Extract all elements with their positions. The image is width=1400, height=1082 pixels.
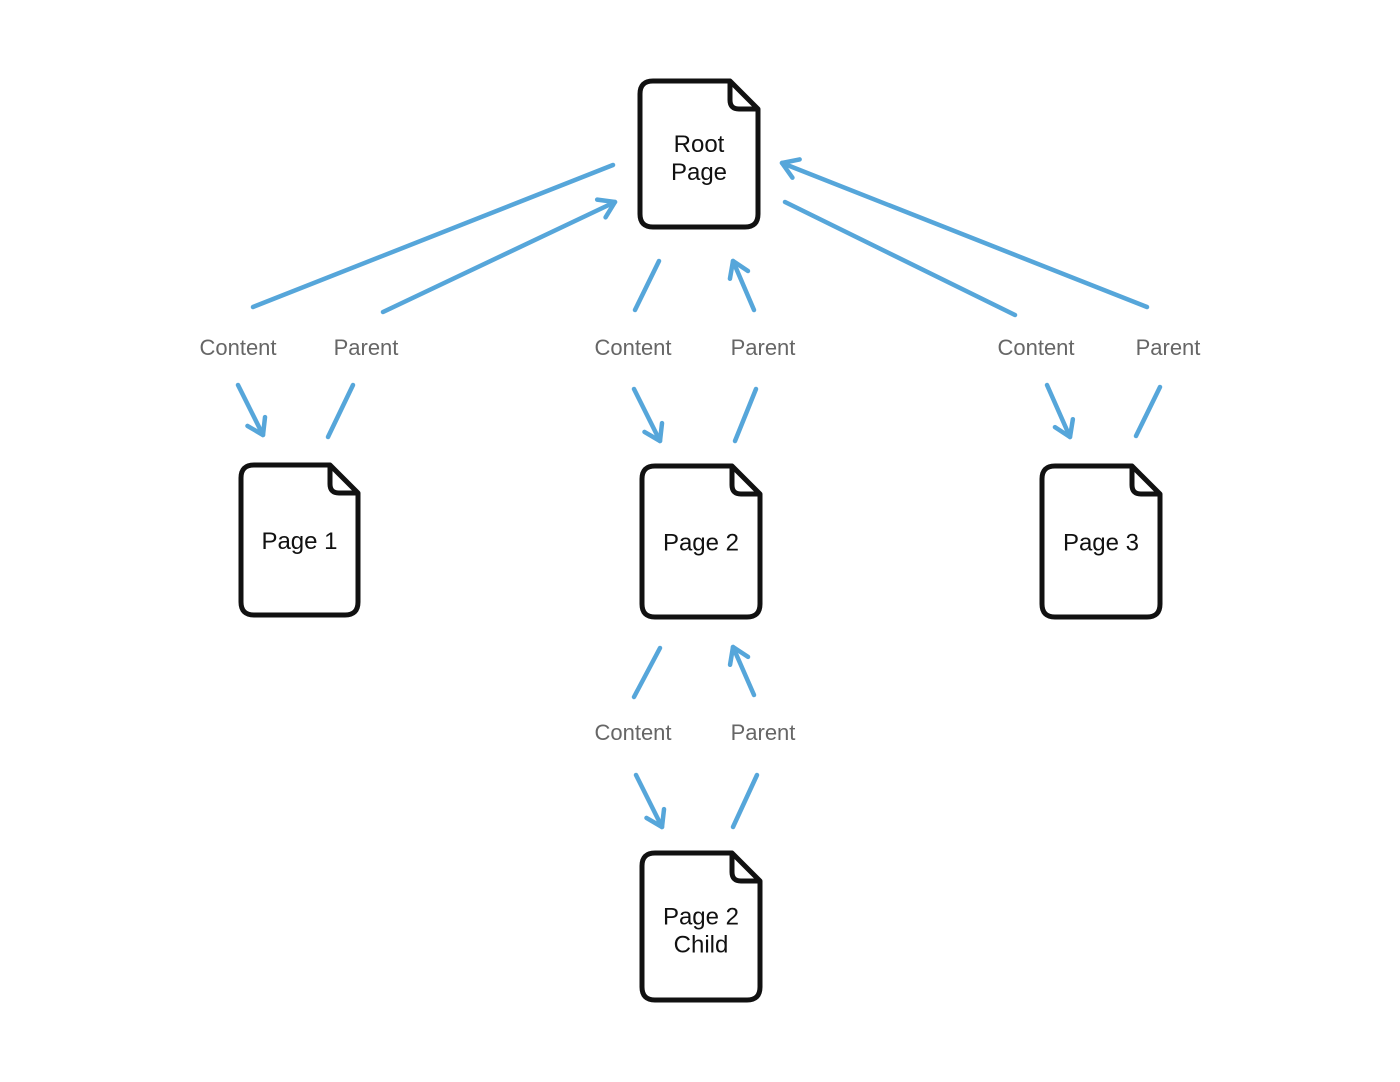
- edge-page-2-page-2-child-parent: Parent: [727, 644, 796, 830]
- edge-line: [730, 772, 760, 830]
- arrow-head-icon: [727, 258, 751, 281]
- edge-root-page-page-3-content: Content: [782, 199, 1076, 440]
- document-fold-icon: [729, 853, 760, 884]
- edge-line: [250, 162, 616, 310]
- arrow-head-icon: [644, 806, 667, 830]
- edge-label-content: Content: [199, 335, 276, 360]
- edge-line: [631, 645, 663, 700]
- node-label: Page 3: [1063, 530, 1139, 557]
- node-page-3: Page 3: [1039, 463, 1163, 620]
- edge-line: [730, 644, 757, 698]
- edge-line: [633, 772, 665, 830]
- edge-label-parent: Parent: [334, 335, 399, 360]
- edge-label-content: Content: [594, 720, 671, 745]
- arrow-head-icon: [727, 644, 751, 668]
- arrow-head-icon: [1052, 416, 1076, 440]
- edge-root-page-page-2-content: Content: [594, 258, 672, 444]
- node-label: Page 2: [663, 530, 739, 557]
- node-page-2: Page 2: [639, 463, 763, 620]
- edge-line: [235, 382, 266, 438]
- document-icon: [637, 78, 761, 230]
- edge-label-content: Content: [594, 335, 671, 360]
- edge-page-2-page-2-child-content: Content: [594, 645, 672, 830]
- edge-line: [779, 160, 1150, 310]
- edge-label-parent: Parent: [731, 720, 796, 745]
- arrow-head-icon: [779, 157, 802, 180]
- arrow-head-icon: [642, 420, 665, 444]
- document-icon: [639, 850, 763, 1003]
- edge-line: [782, 199, 1018, 318]
- node-page-1: Page 1: [238, 462, 361, 618]
- edge-line: [380, 199, 618, 315]
- edge-label-content: Content: [997, 335, 1074, 360]
- edge-label-parent: Parent: [731, 335, 796, 360]
- edge-line: [1044, 382, 1073, 440]
- document-fold-icon: [327, 465, 358, 496]
- document-icon: [1039, 463, 1163, 620]
- edge-root-page-page-2-parent: Parent: [727, 258, 796, 444]
- edge-label-parent: Parent: [1136, 335, 1201, 360]
- edge-line: [325, 382, 356, 440]
- document-fold-icon: [727, 81, 758, 112]
- document-fold-icon: [729, 466, 760, 497]
- edge-root-page-page-3-parent: Parent: [779, 157, 1201, 439]
- arrow-head-icon: [594, 197, 618, 220]
- document-icon: [639, 463, 763, 620]
- edge-root-page-page-1-content: Content: [199, 162, 616, 438]
- edge-line: [730, 258, 757, 313]
- edge-root-page-page-1-parent: Parent: [325, 197, 618, 440]
- edge-line: [631, 386, 663, 444]
- edge-line: [732, 386, 759, 444]
- arrow-head-icon: [245, 414, 268, 438]
- node-label: Page 1: [261, 528, 337, 555]
- edge-line: [1133, 384, 1163, 439]
- document-fold-icon: [1129, 466, 1160, 497]
- edge-line: [632, 258, 662, 313]
- document-icon: [238, 462, 361, 618]
